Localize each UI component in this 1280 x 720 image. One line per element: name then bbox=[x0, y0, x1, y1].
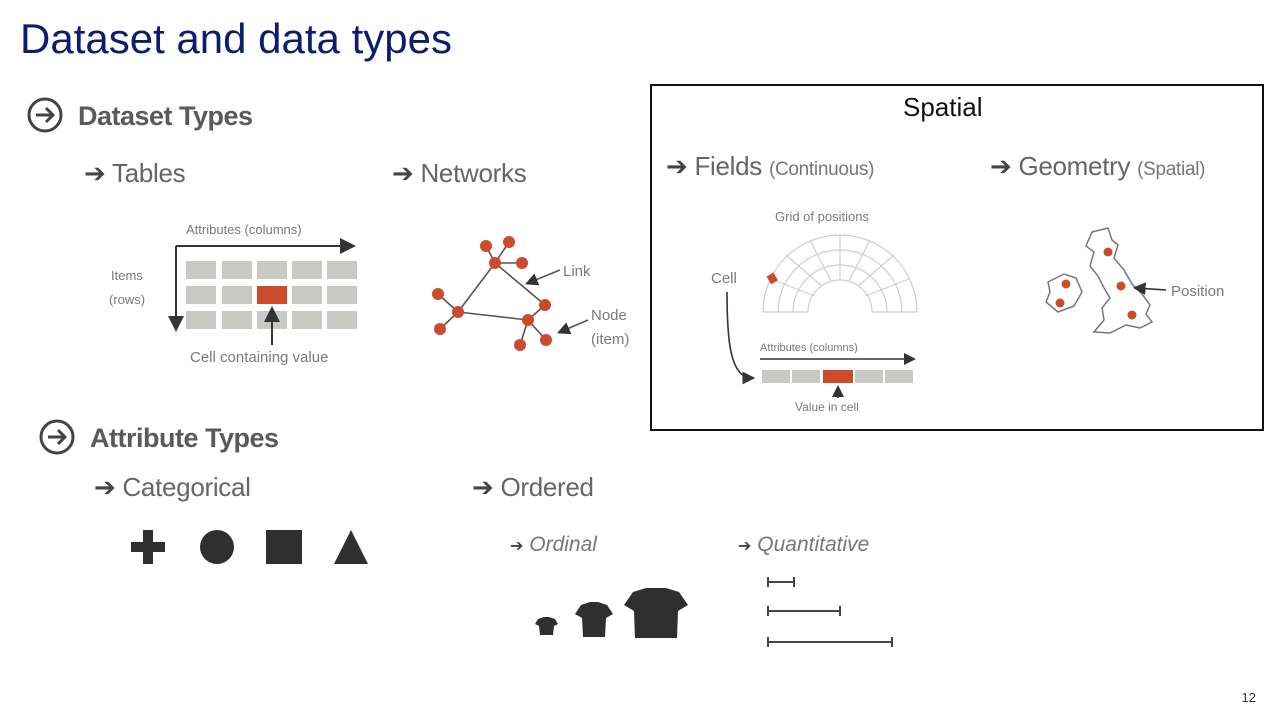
table-grid bbox=[168, 238, 357, 345]
network-node-label: Node bbox=[591, 307, 627, 324]
fields-value-label: Value in cell bbox=[795, 400, 859, 414]
quantitative-bars bbox=[767, 577, 893, 647]
field-cell bbox=[766, 272, 778, 285]
map-geometry bbox=[1045, 227, 1154, 334]
spatial-label: Spatial bbox=[903, 92, 983, 122]
fields-attributes-label: Attributes (columns) bbox=[760, 342, 858, 354]
triangle-icon bbox=[334, 530, 368, 564]
arrow-right-icon: ➔ bbox=[666, 151, 688, 181]
map-positions bbox=[1055, 247, 1137, 320]
attribute-types-heading: Attribute Types bbox=[90, 423, 279, 453]
fields-heading: ➔ Fields (Continuous) bbox=[666, 151, 875, 181]
spatial-box bbox=[650, 84, 1264, 431]
network-nodes bbox=[432, 236, 552, 351]
fields-grid-label: Grid of positions bbox=[775, 209, 869, 224]
slide-title: Dataset and data types bbox=[20, 15, 452, 62]
network-graph bbox=[437, 241, 589, 346]
networks-heading: ➔ Networks bbox=[392, 158, 527, 188]
geometry-position-label: Position bbox=[1171, 283, 1225, 300]
cell-arrow bbox=[726, 291, 756, 385]
plus-icon bbox=[131, 530, 165, 564]
arrow-right-icon: ➔ bbox=[94, 472, 116, 502]
field-attribute-strip bbox=[760, 353, 916, 398]
arrow-right-icon: ➔ bbox=[510, 538, 524, 555]
geometry-heading: ➔ Geometry (Spatial) bbox=[990, 151, 1206, 181]
highlighted-cell bbox=[257, 286, 287, 304]
arrow-right-icon: ➔ bbox=[472, 472, 494, 502]
circle-arrow-icon bbox=[27, 97, 63, 133]
tables-items-label: Items bbox=[111, 268, 143, 283]
page-number: 12 bbox=[1241, 690, 1256, 705]
tshirt-icon bbox=[624, 588, 688, 638]
quantitative-heading: ➔ Quantitative bbox=[738, 533, 870, 556]
dataset-types-heading: Dataset Types bbox=[78, 101, 253, 131]
field-grid bbox=[762, 234, 918, 313]
fields-cell-label: Cell bbox=[711, 270, 737, 287]
circle-arrow-icon bbox=[39, 419, 75, 455]
circle-icon bbox=[200, 530, 234, 564]
ordered-heading: ➔ Ordered bbox=[472, 472, 594, 502]
tshirt-icon bbox=[575, 602, 613, 637]
arrow-right-icon: ➔ bbox=[84, 158, 106, 188]
tables-cell-label: Cell containing value bbox=[190, 349, 329, 366]
tables-rows-label: (rows) bbox=[109, 292, 146, 307]
arrow-right-icon: ➔ bbox=[738, 538, 752, 555]
categorical-heading: ➔ Categorical bbox=[94, 472, 251, 502]
ordinal-heading: ➔ Ordinal bbox=[510, 533, 597, 556]
tshirt-icon bbox=[535, 617, 558, 635]
tables-heading: ➔ Tables bbox=[84, 158, 186, 188]
tables-attributes-label: Attributes (columns) bbox=[186, 222, 302, 237]
network-link-label: Link bbox=[563, 263, 591, 280]
arrow-right-icon: ➔ bbox=[990, 151, 1012, 181]
square-icon bbox=[266, 530, 302, 564]
network-item-label: (item) bbox=[591, 331, 630, 348]
arrow-right-icon: ➔ bbox=[392, 158, 414, 188]
